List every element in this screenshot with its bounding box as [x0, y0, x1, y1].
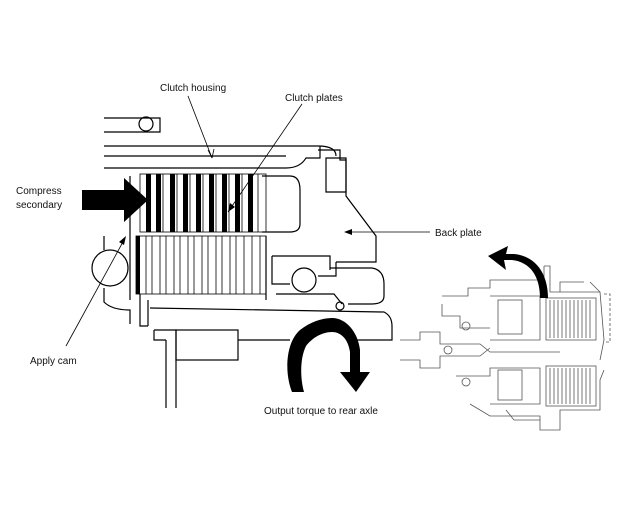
compress-arrow-icon: [82, 178, 148, 222]
label-back-plate: Back plate: [435, 228, 482, 239]
output-torque-arrow-icon: [287, 318, 370, 392]
label-compress-line2: secondary: [16, 200, 62, 211]
label-apply-cam: Apply cam: [30, 356, 77, 367]
inset-curved-arrow-icon: [488, 246, 548, 298]
label-clutch-plates: Clutch plates: [285, 93, 343, 104]
clutch-plates-upper: [146, 174, 259, 232]
clutch-assembly: [91, 116, 393, 408]
label-output-torque: Output torque to rear axle: [264, 406, 378, 417]
leader-lines: [65, 95, 430, 347]
inset-assembly: [400, 265, 611, 431]
label-compress-line1: Compress: [16, 186, 62, 197]
apply-cam-ball: [91, 249, 129, 287]
clutch-plates-lower: [136, 236, 261, 294]
label-clutch-housing: Clutch housing: [160, 83, 226, 94]
